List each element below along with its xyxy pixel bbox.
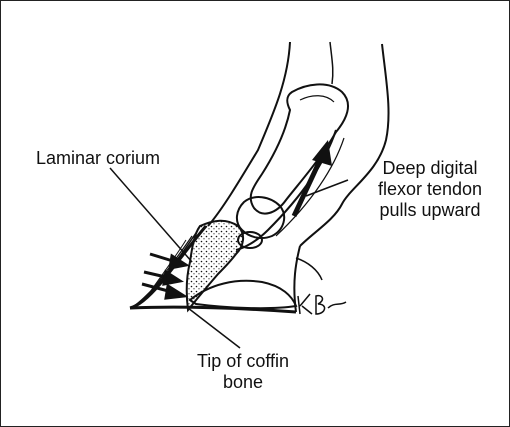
label-flexor-line-3: pulls upward <box>364 200 496 221</box>
label-tip-line-1: Tip of coffin <box>193 351 293 372</box>
leader-laminar <box>110 168 192 262</box>
label-tip-of-coffin-bone: Tip of coffin bone <box>193 351 293 393</box>
leader-tip <box>188 308 240 348</box>
label-laminar-corium: Laminar corium <box>36 148 160 169</box>
laminar-arrows <box>142 254 186 298</box>
label-flexor-line-2: flexor tendon <box>364 179 496 200</box>
artist-signature <box>298 294 346 314</box>
label-deep-digital-flexor-tendon: Deep digital flexor tendon pulls upward <box>364 158 496 221</box>
short-pastern-bone <box>237 197 284 238</box>
label-tip-line-2: bone <box>193 372 293 393</box>
label-flexor-line-1: Deep digital <box>364 158 496 179</box>
label-laminar-corium-text: Laminar corium <box>36 148 160 169</box>
